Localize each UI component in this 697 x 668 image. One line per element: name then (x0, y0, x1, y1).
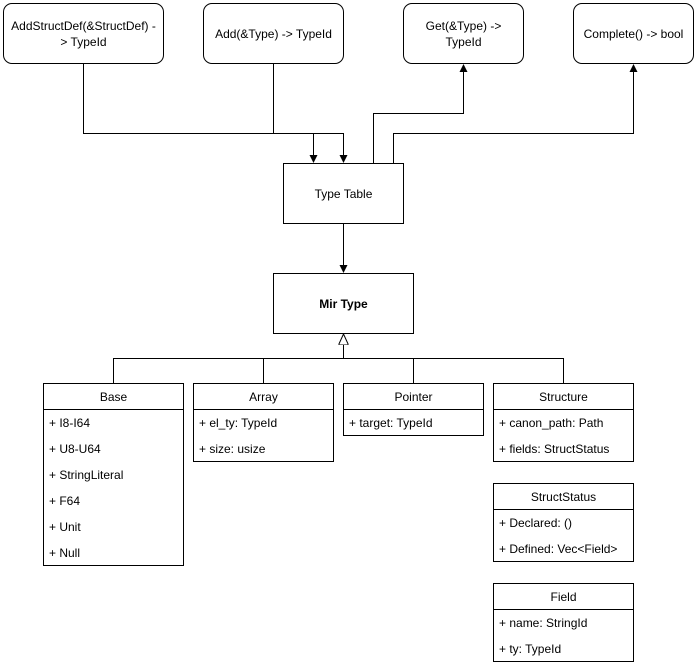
structure-class: Structure + canon_path: Path + fields: S… (493, 383, 634, 462)
class-field: + fields: StructStatus (499, 442, 610, 456)
type-table-node: Type Table (283, 163, 404, 224)
add-struct-def-node: AddStructDef(&StructDef) -> TypeId (3, 3, 164, 64)
class-field: + Declared: () (499, 516, 573, 530)
class-field: + el_ty: TypeId (199, 416, 278, 430)
field-class: Field + name: StringId + ty: TypeId (493, 583, 634, 662)
class-field: + Unit (49, 520, 81, 534)
complete-label: Complete() -> bool (583, 26, 684, 41)
array-class-name: Array (194, 384, 333, 410)
class-field: + target: TypeId (349, 416, 433, 430)
add-node: Add(&Type) -> TypeId (203, 3, 344, 64)
complete-node: Complete() -> bool (573, 3, 694, 64)
class-field: + Null (49, 546, 81, 560)
edge-addstructdef-to-type-table (83, 63, 318, 163)
base-class: Base + I8-I64 + U8-U64 + StringLiteral +… (43, 383, 184, 566)
structure-class-name: Structure (494, 384, 633, 410)
pointer-class: Pointer + target: TypeId (343, 383, 484, 436)
edge-structure-to-mir-type (413, 358, 564, 383)
class-field: + F64 (49, 494, 81, 508)
edge-base-to-mir-type (113, 334, 344, 383)
mir-type-node: Mir Type (273, 273, 414, 334)
type-table-label: Type Table (314, 186, 373, 201)
edge-type-table-to-complete (393, 64, 638, 163)
struct-status-class-name: StructStatus (494, 484, 633, 510)
mir-type-label: Mir Type (319, 296, 368, 311)
edge-add-to-type-table (273, 63, 348, 163)
class-field: + ty: TypeId (499, 642, 562, 656)
class-field: + StringLiteral (49, 468, 124, 482)
get-label: Get(&Type) -> TypeId (425, 18, 502, 49)
class-field: + canon_path: Path (499, 416, 604, 430)
field-class-name: Field (494, 584, 633, 610)
class-field: + U8-U64 (49, 442, 101, 456)
add-struct-def-label: AddStructDef(&StructDef) -> TypeId (11, 18, 156, 49)
array-class: Array + el_ty: TypeId + size: usize (193, 383, 334, 462)
class-field: + size: usize (199, 442, 266, 456)
class-field: + name: StringId (499, 616, 588, 630)
get-node: Get(&Type) -> TypeId (403, 3, 524, 64)
class-field: + I8-I64 (49, 416, 91, 430)
pointer-class-name: Pointer (344, 384, 483, 410)
struct-status-class: StructStatus + Declared: () + Defined: V… (493, 483, 634, 562)
edge-pointer-to-mir-type (343, 358, 414, 383)
base-class-name: Base (44, 384, 183, 410)
class-field: + Defined: Vec<Field> (499, 542, 618, 556)
edge-type-table-to-get (373, 64, 468, 163)
add-label: Add(&Type) -> TypeId (215, 26, 332, 41)
